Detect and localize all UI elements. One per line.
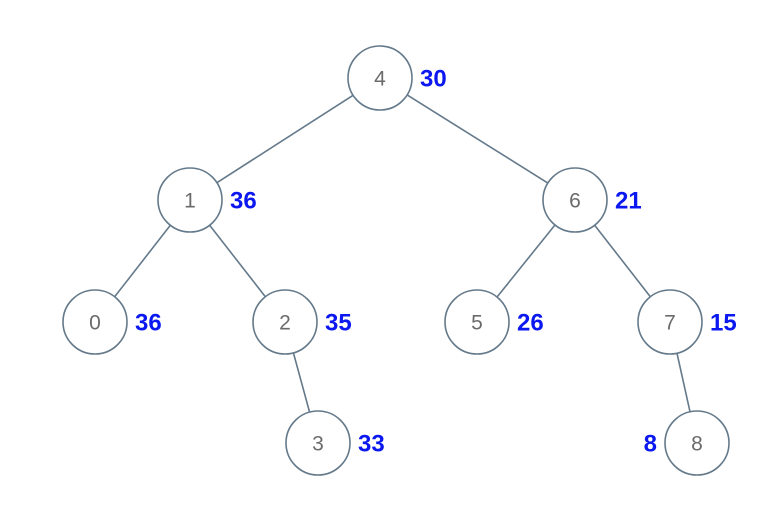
node-key-6: 6 <box>569 190 581 213</box>
node-value-3: 33 <box>358 431 385 458</box>
node-value-2: 35 <box>325 310 352 337</box>
node-key-8: 8 <box>691 433 703 456</box>
node-circle-5[interactable] <box>444 289 510 355</box>
node-key-0: 0 <box>89 312 101 335</box>
edges-group <box>113 94 691 413</box>
node-key-7: 7 <box>664 312 676 335</box>
node-circle-0[interactable] <box>62 289 128 355</box>
node-circle-6[interactable] <box>542 167 608 233</box>
tree-node-2[interactable]: 2 35 <box>252 289 352 355</box>
node-key-4: 4 <box>374 68 386 91</box>
node-circle-2[interactable] <box>252 289 318 355</box>
tree-node-6[interactable]: 6 21 <box>542 167 642 233</box>
tree-node-0[interactable]: 0 36 <box>62 289 162 355</box>
tree-edge-1-2 <box>208 224 267 298</box>
node-value-7: 15 <box>710 310 737 337</box>
tree-edge-4-1 <box>216 94 354 184</box>
node-circle-1[interactable] <box>157 167 223 233</box>
tree-edge-2-3 <box>292 352 311 413</box>
tree-edge-6-5 <box>496 224 556 298</box>
node-value-8: 8 <box>644 431 657 458</box>
node-key-2: 2 <box>279 312 291 335</box>
node-circle-3[interactable] <box>285 410 351 476</box>
tree-node-5[interactable]: 5 26 <box>444 289 544 355</box>
node-circle-8[interactable] <box>664 410 730 476</box>
node-value-4: 30 <box>420 66 447 93</box>
tree-node-8[interactable]: 88 <box>644 410 730 476</box>
tree-edge-4-6 <box>406 94 549 184</box>
node-key-3: 3 <box>312 433 324 456</box>
node-value-0: 36 <box>135 310 162 337</box>
node-value-6: 21 <box>615 188 642 215</box>
node-circle-4[interactable] <box>347 45 413 111</box>
node-value-5: 26 <box>517 310 544 337</box>
node-key-1: 1 <box>184 190 196 213</box>
tree-edge-1-0 <box>113 224 172 298</box>
node-value-1: 36 <box>230 188 257 215</box>
tree-node-7[interactable]: 7 15 <box>637 289 737 355</box>
tree-node-1[interactable]: 1 36 <box>157 167 257 233</box>
tree-edge-7-8 <box>676 352 691 413</box>
node-circle-7[interactable] <box>637 289 703 355</box>
node-key-5: 5 <box>471 312 483 335</box>
tree-edge-6-7 <box>593 224 652 298</box>
tree-node-4[interactable]: 4 30 <box>347 45 447 111</box>
